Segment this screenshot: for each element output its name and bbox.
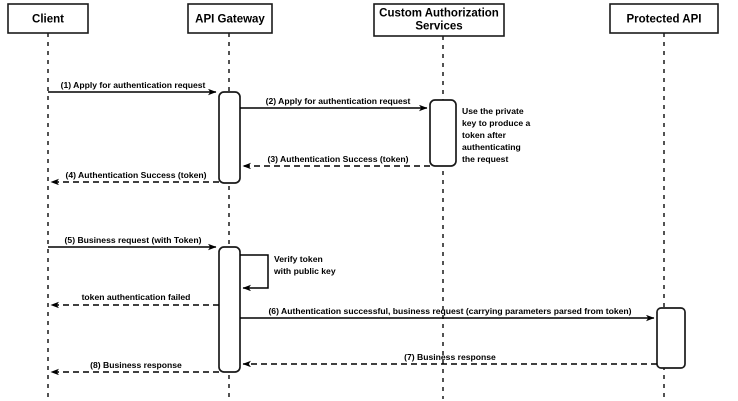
note-private-key-line-1: Use the private <box>462 106 524 116</box>
message-8-label: (8) Business response <box>90 360 182 370</box>
activations-group <box>218 91 686 373</box>
message-2[interactable]: (2) Apply for authentication request <box>240 96 428 112</box>
message-5-label: (5) Business request (with Token) <box>65 235 202 245</box>
message-5[interactable]: (5) Business request (with Token) <box>48 235 217 251</box>
participant-box-protected-api[interactable] <box>609 3 719 34</box>
self-message-verify-token-line-2: with public key <box>273 266 336 276</box>
message-1-label: (1) Apply for authentication request <box>61 80 206 90</box>
self-message-verify-token-line-1: Verify token <box>274 254 323 264</box>
participant-protected-api[interactable]: Protected API <box>609 3 719 34</box>
participant-label-api-gateway: API Gateway <box>195 14 265 26</box>
activation-protected-api <box>656 307 686 369</box>
participant-label-custom-auth-line1: Custom Authorization <box>379 8 499 20</box>
self-message-verify-token-arrow[interactable] <box>240 254 269 292</box>
note-private-key: Use the private key to produce a token a… <box>462 106 531 164</box>
note-private-key-line-2: key to produce a <box>462 118 531 128</box>
participant-box-client[interactable] <box>7 3 89 34</box>
message-1[interactable]: (1) Apply for authentication request <box>48 80 217 96</box>
message-6[interactable]: (6) Authentication successful, business … <box>240 306 655 322</box>
participant-client[interactable]: Client <box>7 3 89 34</box>
note-private-key-line-4: authenticating <box>462 142 521 152</box>
message-4[interactable]: (4) Authentication Success (token) <box>50 170 219 186</box>
message-token-auth-failed-label: token authentication failed <box>82 292 191 302</box>
note-private-key-line-3: token after <box>462 130 507 140</box>
participant-box-api-gateway[interactable] <box>187 3 273 34</box>
lifelines-group <box>47 33 665 399</box>
message-token-auth-failed[interactable]: token authentication failed <box>50 292 219 309</box>
participant-api-gateway[interactable]: API Gateway <box>187 3 273 34</box>
message-7-label: (7) Business response <box>404 352 496 362</box>
note-private-key-line-5: the request <box>462 154 508 164</box>
activation-api-gateway-auth <box>218 91 241 184</box>
participant-custom-auth[interactable]: Custom Authorization Services <box>373 3 505 37</box>
self-message-verify-token[interactable]: Verify token with public key <box>240 254 336 292</box>
message-8[interactable]: (8) Business response <box>50 360 219 376</box>
message-7[interactable]: (7) Business response <box>242 352 657 368</box>
message-3-label: (3) Authentication Success (token) <box>267 154 408 164</box>
message-6-label: (6) Authentication successful, business … <box>268 306 631 316</box>
message-2-label: (2) Apply for authentication request <box>266 96 411 106</box>
participant-box-custom-auth[interactable] <box>373 3 505 37</box>
message-4-label: (4) Authentication Success (token) <box>65 170 206 180</box>
message-3[interactable]: (3) Authentication Success (token) <box>242 154 430 170</box>
activation-custom-auth <box>429 99 457 167</box>
participant-label-custom-auth-line2: Services <box>415 21 462 33</box>
participant-label-protected-api: Protected API <box>627 14 702 26</box>
participant-label-client: Client <box>32 14 64 26</box>
activation-api-gateway-business <box>218 246 241 373</box>
